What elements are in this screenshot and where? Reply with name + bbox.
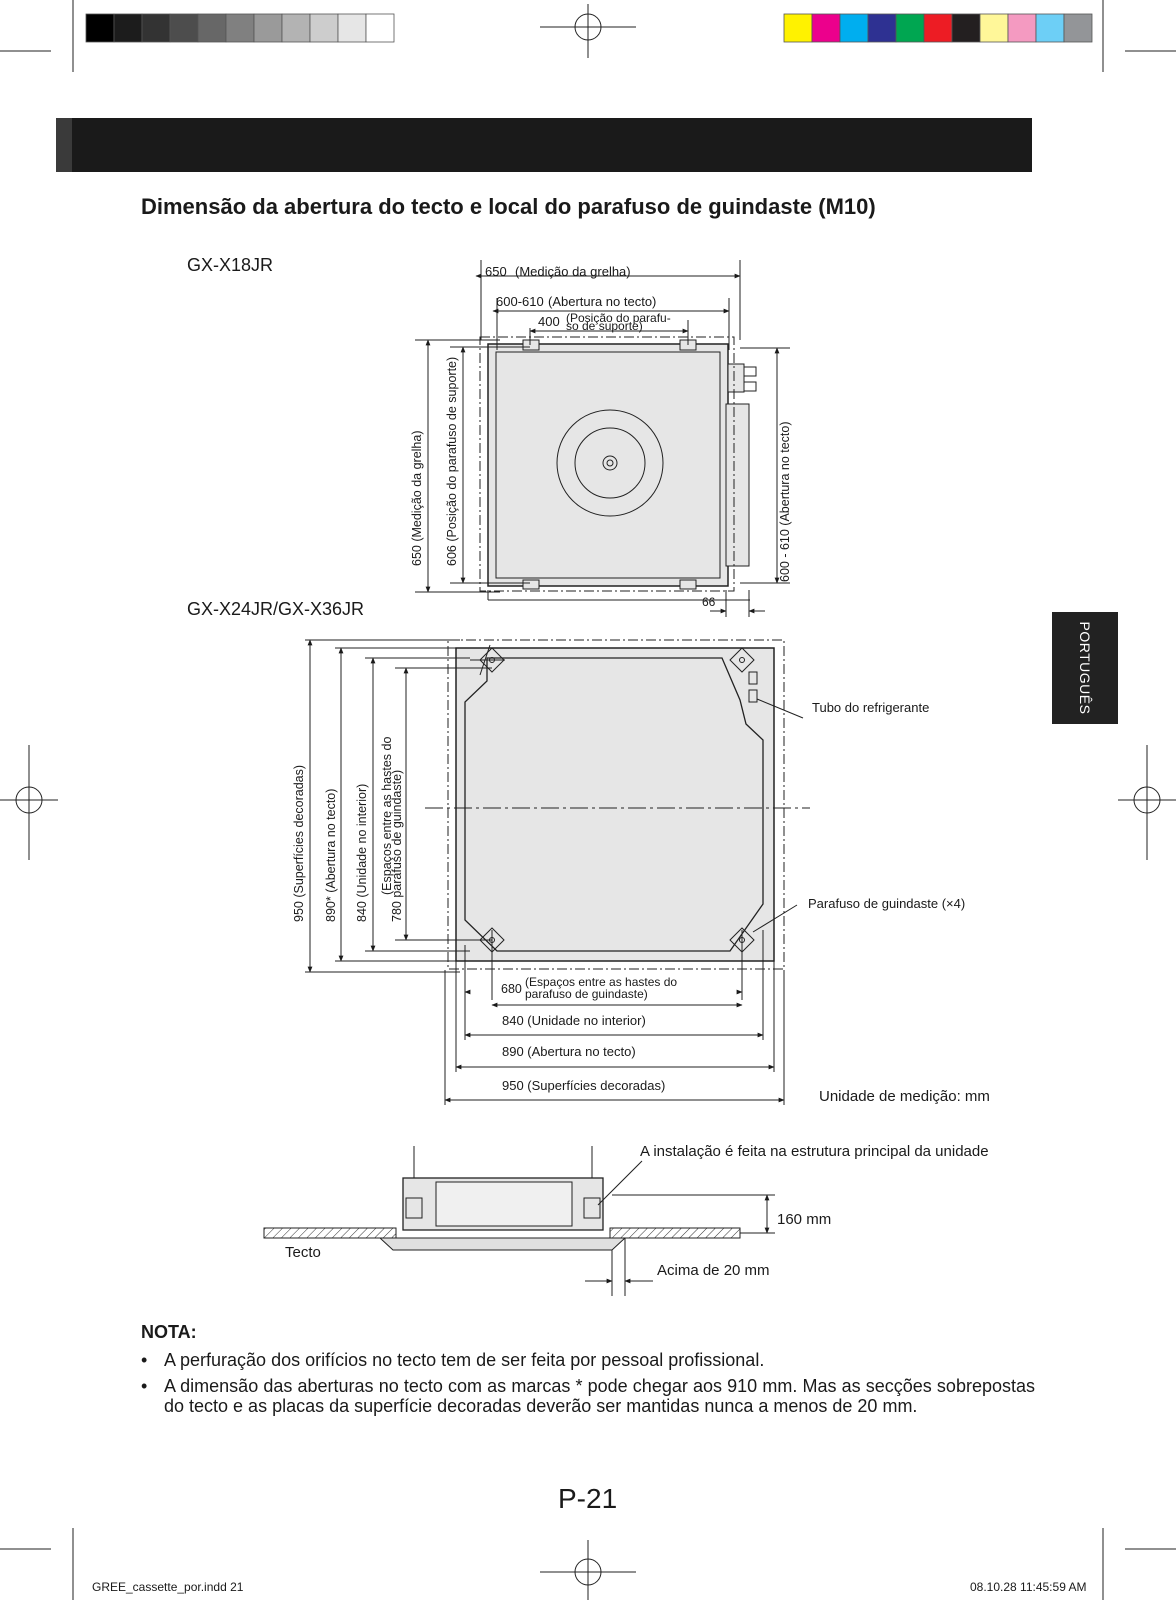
offset-label: 66 <box>702 595 716 609</box>
color-calibration-bar <box>783 13 1093 43</box>
calibration-swatch <box>169 13 199 43</box>
calibration-swatch <box>923 13 953 43</box>
calibration-swatch <box>309 13 339 43</box>
opening-w-value: 600-610 <box>496 294 544 309</box>
w-840-label: 840 (Unidade no interior) <box>502 1013 646 1028</box>
bolt-w-label-1: (Posição do parafu- <box>566 311 671 325</box>
diagram-small-unit <box>415 260 790 617</box>
diagram-small-labels: 650 (Medição da grelha) 600-610 (Abertur… <box>410 264 792 609</box>
overlap-label: Acima de 20 mm <box>657 1262 770 1279</box>
language-tab: PORTUGUÊS <box>1052 612 1118 724</box>
calibration-swatch <box>197 13 227 43</box>
page-number: P-21 <box>558 1483 618 1514</box>
calibration-swatch <box>979 13 1009 43</box>
refrigerant-pipe-label: Tubo do refrigerante <box>812 700 929 715</box>
model-small: GX-X18JR <box>187 255 274 275</box>
grille-h-label: 650 (Medição da grelha) <box>410 431 424 567</box>
hanging-bolt-label: Parafuso de guindaste (×4) <box>808 896 965 911</box>
unit-label: Unidade de medição: mm <box>819 1088 990 1105</box>
w-680-label-1: (Espaços entre as hastes do <box>525 975 677 989</box>
h-780-label-1: (Espaços entre as hastes do <box>380 737 394 895</box>
note-item-1: •A perfuração dos orifícios no tecto tem… <box>141 1350 1035 1370</box>
note-item-1-text: A perfuração dos orifícios no tecto tem … <box>164 1350 765 1370</box>
opening-w-label: (Abertura no tecto) <box>548 294 656 309</box>
calibration-swatch <box>1035 13 1065 43</box>
w-680-value: 680 <box>501 982 522 996</box>
calibration-swatch <box>141 13 171 43</box>
diagram-large-labels: Tubo do refrigerante Parafuso de guindas… <box>292 700 990 1105</box>
gray-calibration-bar <box>85 13 395 43</box>
w-950-label: 950 (Superfícies decoradas) <box>502 1078 665 1093</box>
bolt-w-label-2: so de suporte) <box>566 319 643 333</box>
note-item-2: •A dimensão das aberturas no tecto com a… <box>141 1376 1035 1416</box>
calibration-swatch <box>281 13 311 43</box>
calibration-swatch <box>867 13 897 43</box>
calibration-swatch <box>85 13 115 43</box>
calibration-swatch <box>1007 13 1037 43</box>
calibration-swatch <box>337 13 367 43</box>
calibration-swatch <box>895 13 925 43</box>
grille-w-value: 650 <box>485 264 507 279</box>
calibration-swatch <box>113 13 143 43</box>
bolt-h-label: 606 (Posição do parafuso de suporte) <box>445 357 459 566</box>
language-tab-label: PORTUGUÊS <box>1077 621 1093 715</box>
calibration-swatch <box>253 13 283 43</box>
grille-w-label: (Medição da grelha) <box>515 264 631 279</box>
calibration-swatch <box>783 13 813 43</box>
w-680-label-2: parafuso de guindaste) <box>525 987 648 1001</box>
opening-h-label: 600 - 610 (Abertura no tecto) <box>778 421 792 582</box>
install-note-label: A instalação é feita na estrutura princi… <box>640 1143 989 1160</box>
diagram-install-labels: A instalação é feita na estrutura princi… <box>285 1143 989 1279</box>
note-item-2-text: A dimensão das aberturas no tecto com as… <box>164 1376 1035 1416</box>
bolt-w-value: 400 <box>538 314 560 329</box>
calibration-swatch <box>839 13 869 43</box>
calibration-swatch <box>1063 13 1093 43</box>
calibration-swatch <box>951 13 981 43</box>
ceiling-label: Tecto <box>285 1244 321 1261</box>
calibration-swatch <box>225 13 255 43</box>
model-large: GX-X24JR/GX-X36JR <box>187 599 365 619</box>
height-label: 160 mm <box>777 1211 831 1228</box>
footer-timestamp: 08.10.28 11:45:59 AM <box>970 1580 1087 1594</box>
diagram-large-unit <box>305 639 810 1105</box>
h-890-label: 890* (Abertura no tecto) <box>324 789 338 922</box>
page-title: Dimensão da abertura do tecto e local do… <box>141 194 876 219</box>
calibration-swatch <box>811 13 841 43</box>
h-950-label: 950 (Superfícies decoradas) <box>292 765 306 922</box>
header-bar <box>56 118 1032 172</box>
footer-file: GREE_cassette_por.indd 21 <box>92 1580 244 1594</box>
note-heading: NOTA: <box>141 1322 197 1342</box>
w-890-label: 890 (Abertura no tecto) <box>502 1044 636 1059</box>
h-840-label: 840 (Unidade no interior) <box>355 784 369 922</box>
diagram-install <box>263 1146 775 1296</box>
calibration-swatch <box>365 13 395 43</box>
h-780-label-2: 780 parafuso de guindaste) <box>390 770 404 922</box>
